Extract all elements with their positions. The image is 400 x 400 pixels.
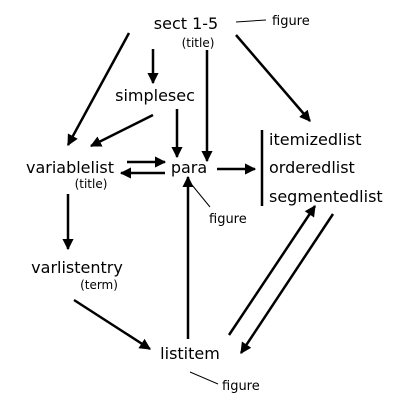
para-figure-note: figure <box>209 212 247 227</box>
edge-varlistentry-to-listitem <box>73 298 151 351</box>
sect-figure-leader <box>235 19 267 23</box>
edge-simplesec-to-variablelist <box>89 113 154 148</box>
node-varlistentry-sub: (term) <box>80 278 118 292</box>
node-simplesec: simplesec <box>115 86 195 105</box>
node-segmentedlist: segmentedlist <box>269 187 383 206</box>
node-sect: sect 1-5 <box>153 14 219 33</box>
edge-listitem-to-list-group <box>227 205 317 336</box>
node-listitem: listitem <box>160 344 220 363</box>
edge-sect-to-variablelist <box>66 32 131 146</box>
para-figure-leader <box>191 184 211 208</box>
node-varlistentry: varlistentry <box>31 258 123 277</box>
node-sect-sub: (title) <box>181 36 215 50</box>
sect-figure-note: figure <box>272 14 310 29</box>
node-variablelist: variablelist <box>25 158 115 177</box>
node-para: para <box>170 158 208 177</box>
listitem-figure-leader <box>189 371 219 385</box>
node-orderedlist: orderedlist <box>269 158 355 177</box>
node-variablelist-sub: (title) <box>74 177 108 191</box>
node-itemizedlist: itemizedlist <box>269 130 362 149</box>
listitem-figure-note: figure <box>222 379 260 394</box>
edge-list-group-to-listitem <box>239 213 335 354</box>
edge-sect-to-list-group <box>235 34 311 122</box>
